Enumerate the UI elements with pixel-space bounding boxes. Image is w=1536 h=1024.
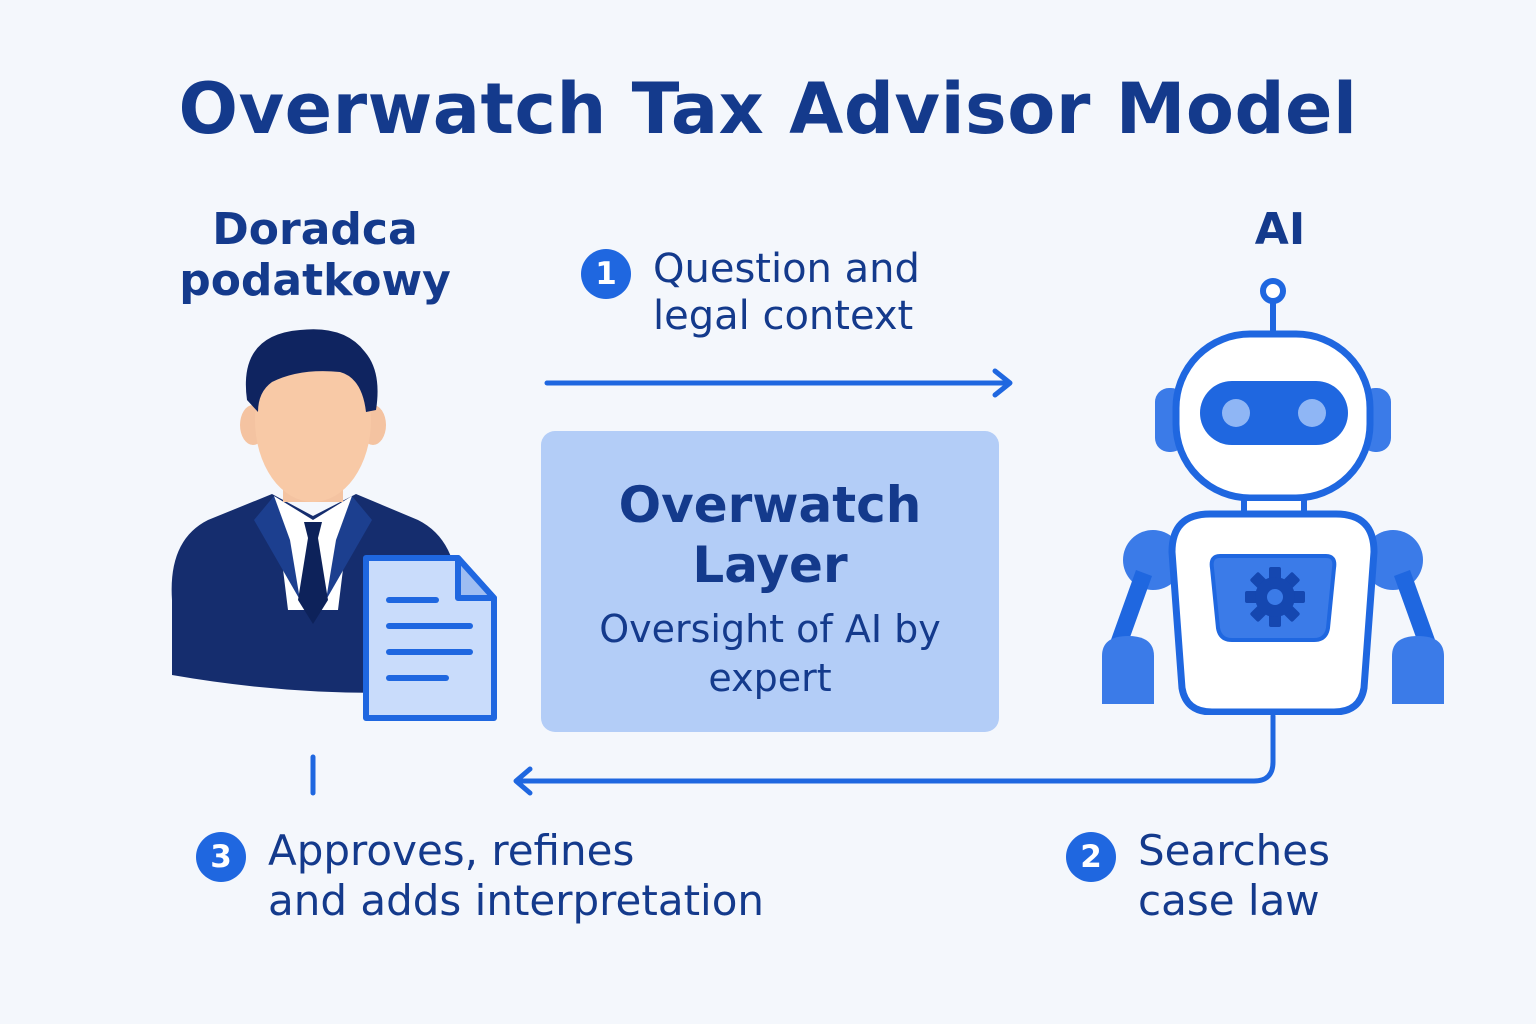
diagram-title: Overwatch Tax Advisor Model bbox=[178, 68, 1358, 150]
step-2: 2 Searches case law bbox=[1066, 826, 1330, 925]
overwatch-layer-box: Overwatch Layer Oversight of AI by exper… bbox=[541, 431, 999, 732]
step-3-text: Approves, refines and adds interpretatio… bbox=[268, 826, 765, 925]
robot-icon bbox=[1102, 278, 1444, 715]
advisor-tie bbox=[298, 522, 328, 624]
step-3-badge: 3 bbox=[196, 832, 246, 882]
ai-label: AI bbox=[1254, 204, 1306, 255]
step-2-badge: 2 bbox=[1066, 832, 1116, 882]
step-2-text: Searches case law bbox=[1138, 826, 1331, 925]
step-1-badge: 1 bbox=[581, 249, 631, 299]
arrow-results-to-advisor bbox=[513, 713, 1276, 796]
step-1: 1 Question and legal context bbox=[581, 246, 920, 340]
gear-icon bbox=[1245, 567, 1305, 627]
advisor-label: Doradca podatkowy bbox=[179, 204, 451, 307]
arrow-question-to-ai bbox=[544, 368, 1013, 398]
document-icon bbox=[363, 555, 497, 721]
advisor-face bbox=[255, 338, 371, 502]
robot-eye-right bbox=[1298, 399, 1326, 427]
overwatch-layer-title: Overwatch Layer bbox=[618, 476, 922, 594]
robot-visor bbox=[1200, 381, 1348, 445]
overwatch-layer-description: Oversight of AI by expert bbox=[599, 607, 941, 701]
step-1-text: Question and legal context bbox=[653, 246, 920, 340]
advisor-hair bbox=[245, 329, 378, 412]
step-3: 3 Approves, refines and adds interpretat… bbox=[196, 826, 764, 925]
robot-eye-left bbox=[1222, 399, 1250, 427]
